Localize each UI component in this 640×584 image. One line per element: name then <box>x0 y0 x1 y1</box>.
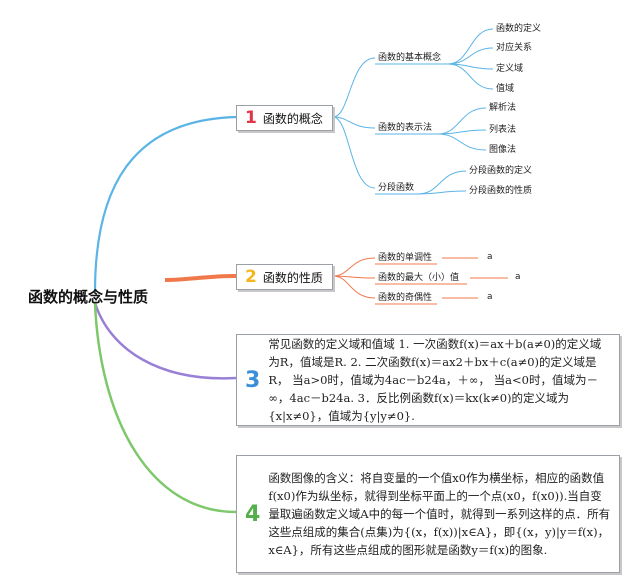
topic1-label: 函数的概念 <box>262 111 323 126</box>
topic1-item-piecewise-def: 分段函数的定义 <box>469 166 533 176</box>
branch-line-topic1 <box>93 115 237 293</box>
topic4-text: 函数图像的含义：将自变量的一个值x0作为横坐标，相应的函数值f(x0)作为纵坐标… <box>268 471 611 557</box>
branch-line-topic4 <box>93 302 237 514</box>
topic1-group-basic: 函数的基本概念 <box>378 53 442 63</box>
topic3-text: 常见函数的定义域和值域 1. 一次函数f(x)＝ax＋b(a≠0)的定义域为R，… <box>268 337 602 423</box>
topic3-number: 3 <box>245 367 261 393</box>
topic2-value-monotonicity: a <box>487 252 493 262</box>
topic2-item-extremum: 函数的最大（小）值 <box>378 273 460 283</box>
topic1-item-table: 列表法 <box>489 125 517 135</box>
topic1-item-domain: 定义域 <box>496 64 524 74</box>
topic1-group-piecewise: 分段函数 <box>378 183 415 193</box>
topic4-number: 4 <box>245 501 261 527</box>
topic1-sub-lines <box>332 28 494 195</box>
topic1-item-range: 值域 <box>496 84 515 94</box>
topic2-item-parity: 函数的奇偶性 <box>378 293 433 303</box>
topic1-box[interactable]: 1 函数的概念 <box>236 105 333 131</box>
topic1-item-piecewise-prop: 分段函数的性质 <box>469 186 533 196</box>
topic2-number: 2 <box>245 267 257 287</box>
topic4-box[interactable]: 4 函数图像的含义：将自变量的一个值x0作为横坐标，相应的函数值f(x0)作为纵… <box>236 455 620 573</box>
topic3-box[interactable]: 3 常见函数的定义域和值域 1. 一次函数f(x)＝ax＋b(a≠0)的定义域为… <box>236 334 620 426</box>
topic2-value-parity: a <box>487 292 493 302</box>
topic2-value-extremum: a <box>515 272 521 282</box>
topic1-number: 1 <box>245 108 257 128</box>
topic1-item-definition: 函数的定义 <box>496 24 542 34</box>
branch-line-topic2 <box>164 274 237 282</box>
topic1-group-representation: 函数的表示法 <box>378 123 433 133</box>
root-topic: 函数的概念与性质 <box>28 288 149 306</box>
branch-line-topic3 <box>93 302 237 380</box>
topic2-sub-lines <box>332 257 508 305</box>
topic2-label: 函数的性质 <box>262 270 323 285</box>
topic2-box[interactable]: 2 函数的性质 <box>236 264 333 290</box>
topic1-item-analytic: 解析法 <box>489 103 517 113</box>
topic2-item-monotonicity: 函数的单调性 <box>378 253 433 263</box>
topic1-item-graph: 图像法 <box>489 145 517 155</box>
topic1-item-mapping: 对应关系 <box>496 43 533 53</box>
